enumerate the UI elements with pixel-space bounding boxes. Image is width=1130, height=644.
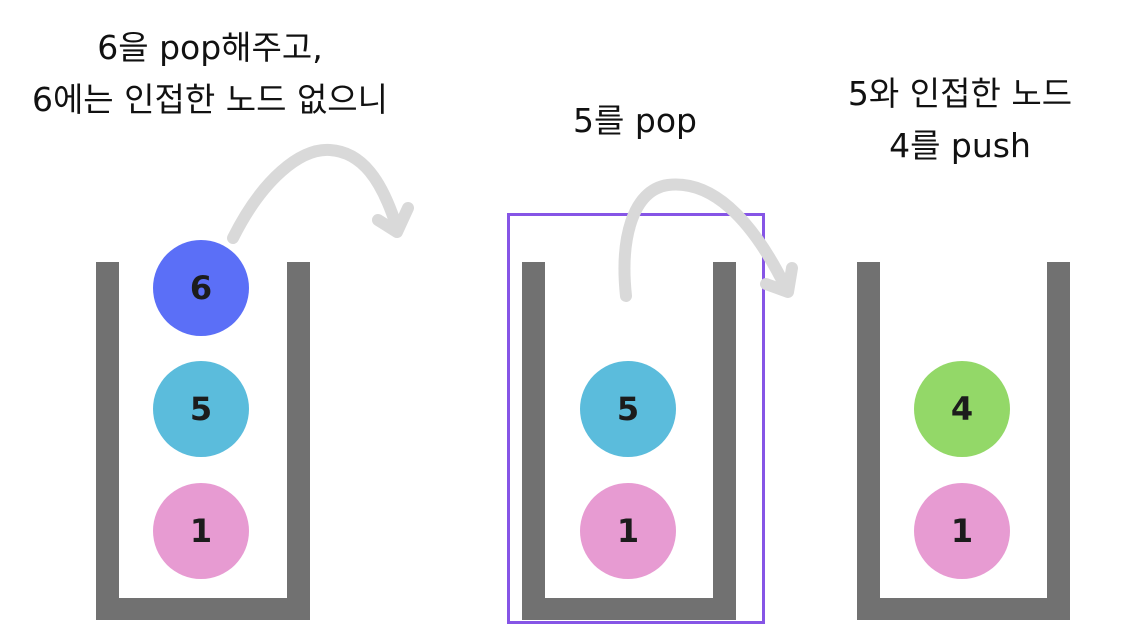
stack-3-node-top: 4 [914,361,1010,457]
stack-3-right-wall [1047,262,1070,620]
step-3-caption-line-2: 4를 push [889,126,1031,165]
pop-arrow-2-head [760,262,798,298]
stack-2-node-top: 5 [580,361,676,457]
stack-1-left-wall [96,262,119,620]
stack-2-base [522,598,736,620]
stack-2-node-bottom: 1 [580,483,676,579]
stack-1-node-middle: 5 [153,361,249,457]
stack-1-node-top: 6 [153,240,249,336]
step-2-caption-line-1: 5를 pop [573,101,697,140]
pop-arrow-2 [618,178,798,302]
stack-3-left-wall [857,262,880,620]
step-3-caption-line-1: 5와 인접한 노드 [847,74,1073,113]
pop-arrow-1 [227,143,414,244]
stack-2-left-wall [522,262,545,620]
step-1-caption: 6을 pop해주고, 6에는 인접한 노드 없으니 [0,22,420,126]
stack-2-right-wall [713,262,736,620]
stack-1-node-bottom: 1 [153,483,249,579]
step-1-caption-line-2: 6에는 인접한 노드 없으니 [31,80,389,119]
step-2-caption: 5를 pop [500,95,770,147]
stack-3-node-bottom: 1 [914,483,1010,579]
stack-1-base [96,598,310,620]
pop-arrow-2-curve [618,178,792,302]
stack-1-right-wall [287,262,310,620]
pop-arrow-1-head [372,202,414,238]
pop-arrow-1-curve [227,143,403,244]
stack-3-base [857,598,1070,620]
step-1-caption-line-1: 6을 pop해주고, [97,28,323,67]
step-3-caption: 5와 인접한 노드 4를 push [800,68,1120,172]
